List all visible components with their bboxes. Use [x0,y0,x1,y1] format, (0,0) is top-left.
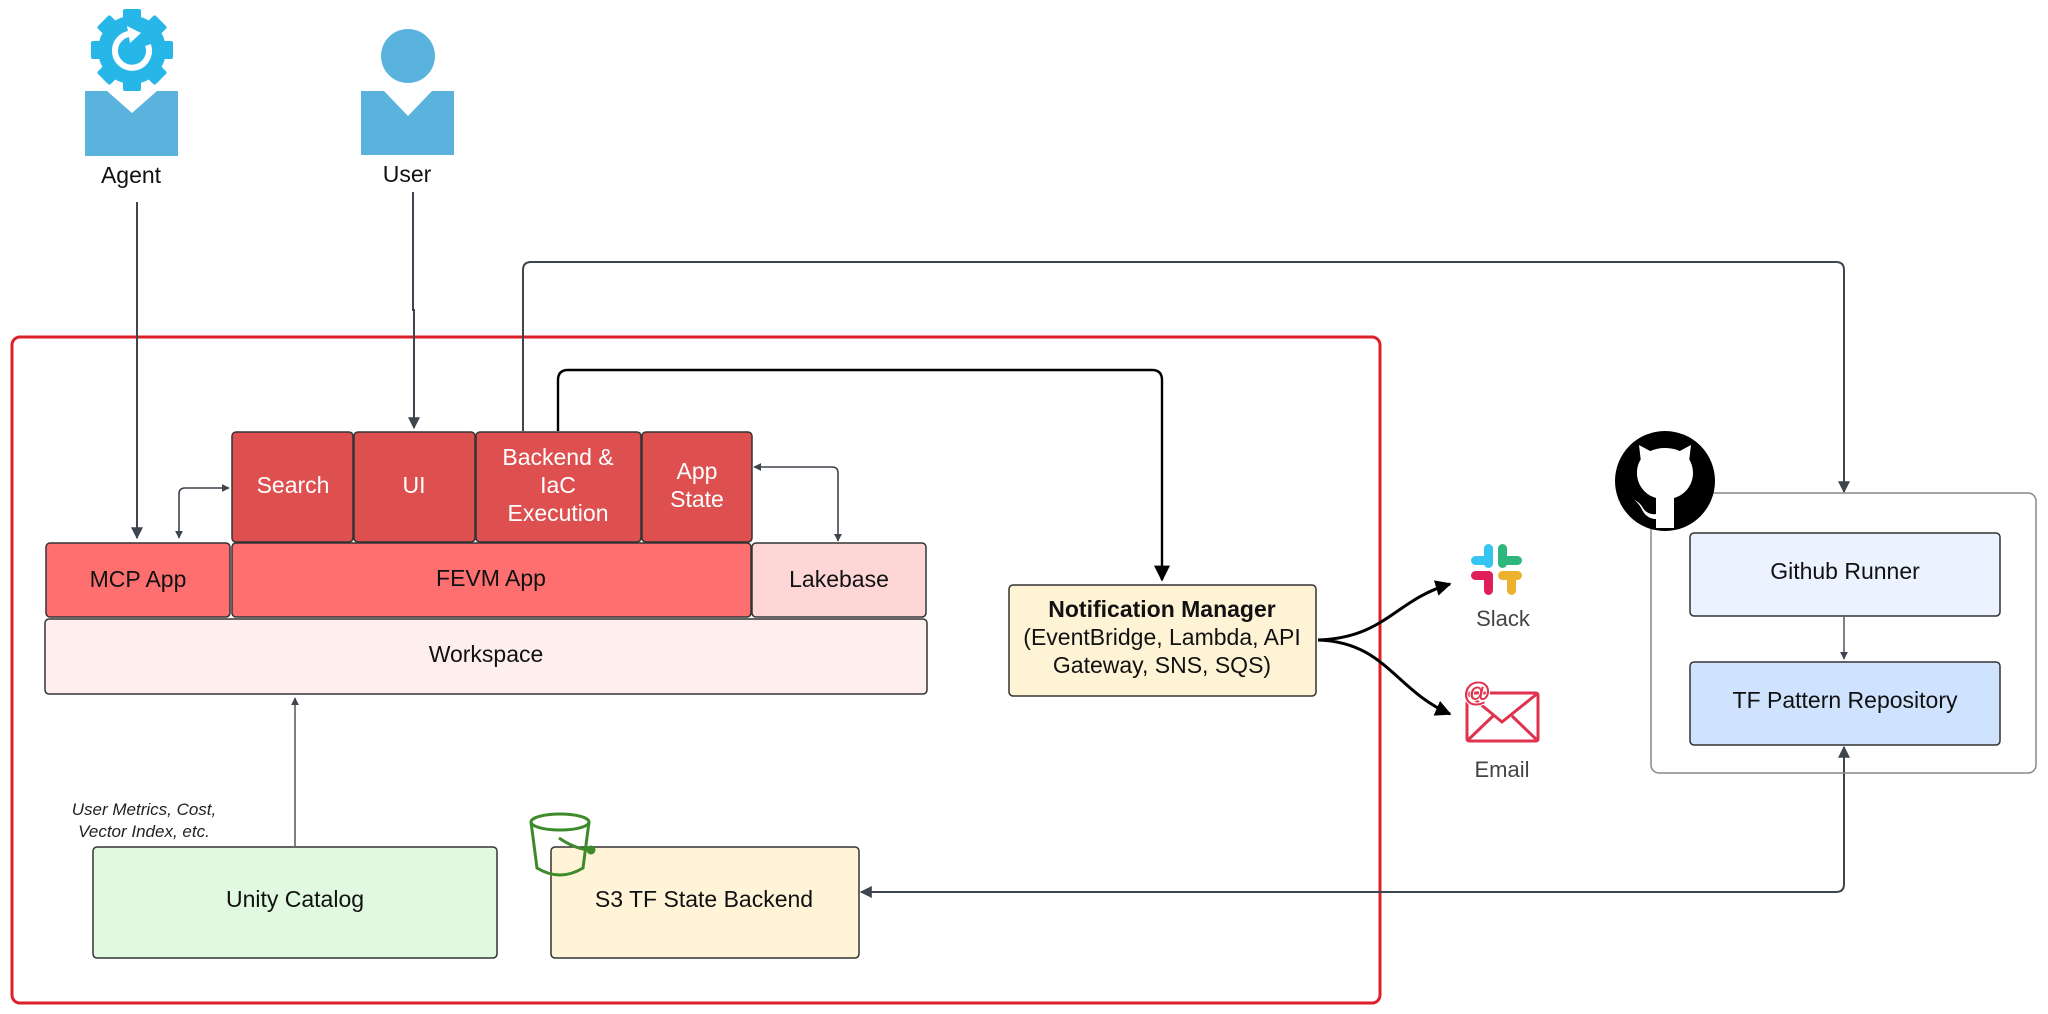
notification-manager: Notification Manager (EventBridge, Lambd… [1008,584,1317,697]
metrics-note-line-2: Vector Index, etc. [78,822,210,841]
ui-tile[interactable] [353,431,476,543]
backend-to-github-runner-arrow [522,261,1850,494]
fevm-app-box[interactable] [231,542,752,618]
slack-label: Slack [1476,606,1531,631]
s3-backend-label: S3 TF State Backend [595,886,813,912]
backend-to-notification-arrow [556,368,1170,582]
backend-label-line-1: Backend & [502,444,613,470]
notification-to-email-arrow [1317,638,1452,716]
notification-services-line-1: (EventBridge, Lambda, API [1023,624,1300,650]
user-person-icon [381,29,435,83]
system-boundary [10,335,1382,1005]
backend-label-line-2: IaC [540,472,576,498]
email-envelope-icon [1465,691,1540,743]
s3-backend-box[interactable] [550,846,860,959]
app-state-label-line-1: App [677,458,718,484]
appstate-lakebase-arrow [753,463,842,542]
unity-catalog-box[interactable] [92,846,498,959]
app-state-label-line-2: State [670,486,724,512]
mcp-search-arrow [175,484,230,539]
github-container [1650,492,2037,774]
notification-title: Notification Manager [1048,596,1276,622]
lakebase-box[interactable] [751,542,927,618]
workspace-box[interactable] [44,618,928,695]
email-at-symbol: @ [1463,676,1490,707]
platform-layer: MCP App FEVM App Lakebase Workspace [44,542,928,695]
search-tile[interactable] [231,431,354,543]
app-state-tile[interactable] [641,431,753,543]
tf-pattern-repo-box[interactable] [1689,661,2001,746]
github-octocat-icon [1615,431,1715,531]
metrics-note-line-1: User Metrics, Cost, [72,800,217,819]
slack-icon [1471,544,1522,595]
agent-actor: Agent [85,9,178,188]
data-layer: User Metrics, Cost, Vector Index, etc. U… [72,800,860,959]
notification-to-slack-arrow [1317,580,1452,642]
github-runner-label: Github Runner [1770,558,1920,584]
s3-bucket-icon [529,812,596,877]
github-group: Github Runner TF Pattern Repository [1615,431,2037,774]
mcp-app-box[interactable] [45,542,231,618]
email-channel: @ Email [1462,675,1540,782]
user-body-shape [361,91,454,155]
ui-label: UI [403,472,426,498]
lakebase-label: Lakebase [789,566,889,592]
mcp-app-label: MCP App [90,566,187,592]
connectors [131,192,1850,898]
unity-catalog-label: Unity Catalog [226,886,364,912]
workspace-label: Workspace [429,641,544,667]
fevm-app-label: FEVM App [436,565,546,591]
search-label: Search [257,472,330,498]
user-actor: User [361,29,454,187]
app-layer: Search UI Backend & IaC Execution App St… [231,431,753,543]
agent-body-shape [85,91,178,156]
user-label: User [383,161,432,187]
notification-manager-box[interactable] [1008,584,1317,697]
backend-iac-tile[interactable] [475,431,642,543]
user-to-ui-arrow [408,192,420,430]
agent-label: Agent [101,162,162,188]
email-label: Email [1474,757,1529,782]
repo-s3-arrow [859,745,1850,898]
github-runner-box[interactable] [1689,532,2001,617]
agent-gear-icon [91,9,173,91]
backend-label-line-3: Execution [507,500,608,526]
slack-channel: Slack [1471,544,1531,631]
tf-pattern-repo-label: TF Pattern Repository [1733,687,1958,713]
notification-services-line-2: Gateway, SNS, SQS) [1053,652,1271,678]
